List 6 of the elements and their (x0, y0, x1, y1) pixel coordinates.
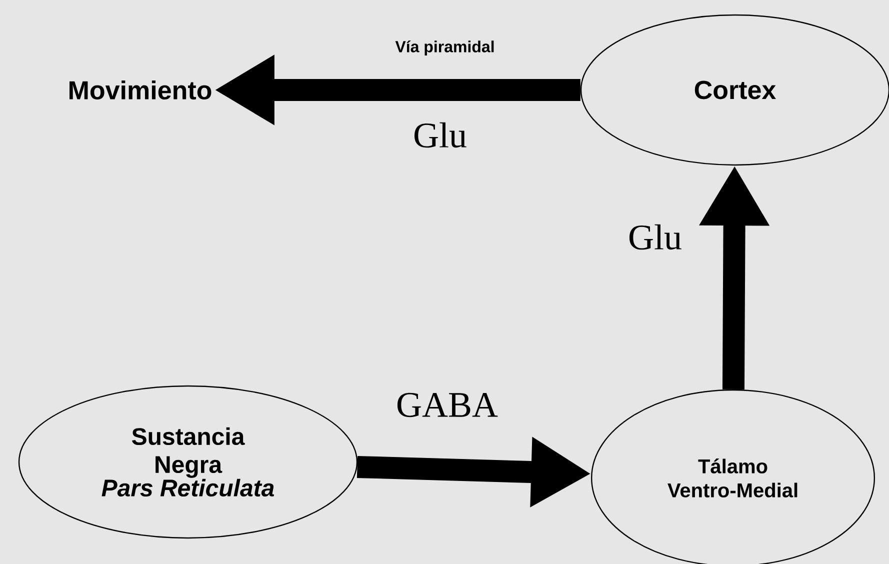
edge-label: GABA (395, 392, 499, 418)
edge-label: Vía piramidal (394, 39, 496, 57)
edge-label: Glu (627, 223, 683, 251)
node-text: Movimiento (70, 80, 212, 100)
ellipse-node: Sustancia Negra Pars Reticulata (18, 385, 358, 539)
neurotransmitter-label: Glu (414, 122, 466, 148)
